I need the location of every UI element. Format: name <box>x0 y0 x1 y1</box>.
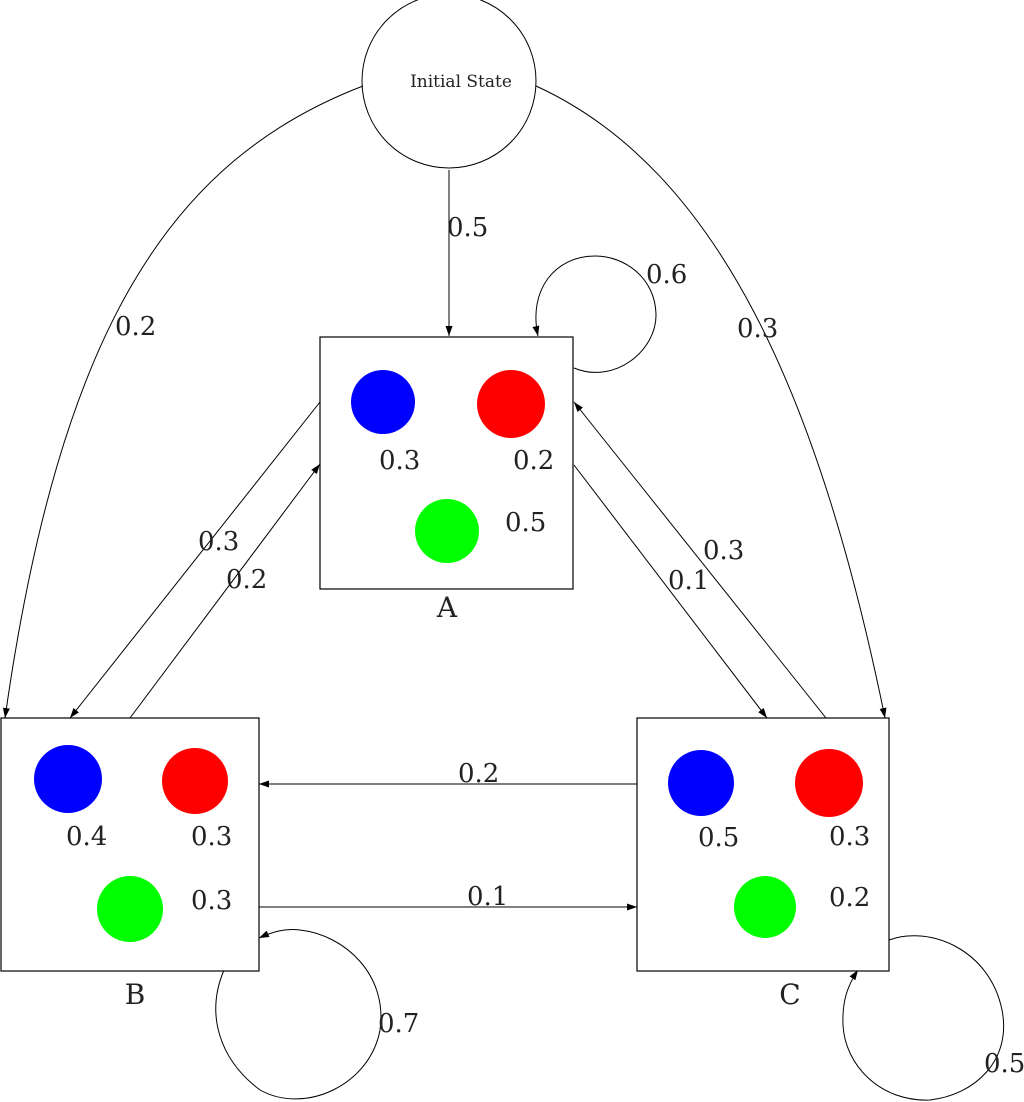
edge-init-to-c <box>535 85 887 719</box>
edge-c-to-a <box>573 401 827 719</box>
state-c-red-prob: 0.3 <box>829 822 870 852</box>
self-loop-a-label: 0.6 <box>646 260 687 290</box>
state-b-red-prob: 0.3 <box>191 822 232 852</box>
edge-a-to-b <box>69 401 321 719</box>
self-loop-b <box>215 929 382 1100</box>
state-a-green-emission <box>415 499 479 563</box>
state-b-blue-emission <box>34 745 102 813</box>
state-c-blue-emission <box>668 750 734 816</box>
state-b-red-emission <box>162 748 228 814</box>
edge-a-to-b-label: 0.3 <box>198 527 239 557</box>
initial-state-node <box>361 0 537 169</box>
state-c-green-emission <box>734 876 796 938</box>
state-a-label: A <box>436 591 458 624</box>
edge-b-to-a <box>129 463 321 719</box>
edge-a-to-c-label: 0.1 <box>668 566 709 596</box>
edge-c-to-a-label: 0.3 <box>703 536 744 566</box>
initial-state-label: Initial State <box>410 72 512 92</box>
edge-init-to-c-label: 0.3 <box>737 314 778 344</box>
state-a-red-emission <box>477 370 545 438</box>
edge-c-to-b-label: 0.2 <box>458 759 499 789</box>
state-a-red-prob: 0.2 <box>513 446 554 476</box>
self-loop-b-label: 0.7 <box>378 1009 419 1039</box>
edge-init-to-b <box>2 85 364 719</box>
state-b: 0.4 0.3 0.3 B <box>0 717 260 1011</box>
self-loop-c <box>842 935 1004 1101</box>
state-c-label: C <box>779 978 800 1011</box>
edge-init-to-a-label: 0.5 <box>447 213 488 243</box>
state-a-green-prob: 0.5 <box>505 508 546 538</box>
edge-a-to-c <box>573 464 768 719</box>
state-c-blue-prob: 0.5 <box>698 823 739 853</box>
state-b-green-prob: 0.3 <box>191 886 232 916</box>
edge-b-to-a-label: 0.2 <box>226 565 267 595</box>
state-a: 0.3 0.2 0.5 A <box>319 336 574 624</box>
edge-init-to-b-label: 0.2 <box>115 312 156 342</box>
state-a-blue-prob: 0.3 <box>379 446 420 476</box>
self-loop-a <box>532 255 657 373</box>
edge-b-to-c-label: 0.1 <box>467 882 508 912</box>
state-c-red-emission <box>795 749 863 817</box>
self-loop-c-label: 0.5 <box>984 1049 1024 1079</box>
state-b-green-emission <box>97 876 163 942</box>
state-a-blue-emission <box>351 370 415 434</box>
state-b-blue-prob: 0.4 <box>66 822 107 852</box>
state-c: 0.5 0.3 0.2 C <box>636 717 890 1011</box>
state-c-green-prob: 0.2 <box>829 883 870 913</box>
state-b-label: B <box>125 978 146 1011</box>
